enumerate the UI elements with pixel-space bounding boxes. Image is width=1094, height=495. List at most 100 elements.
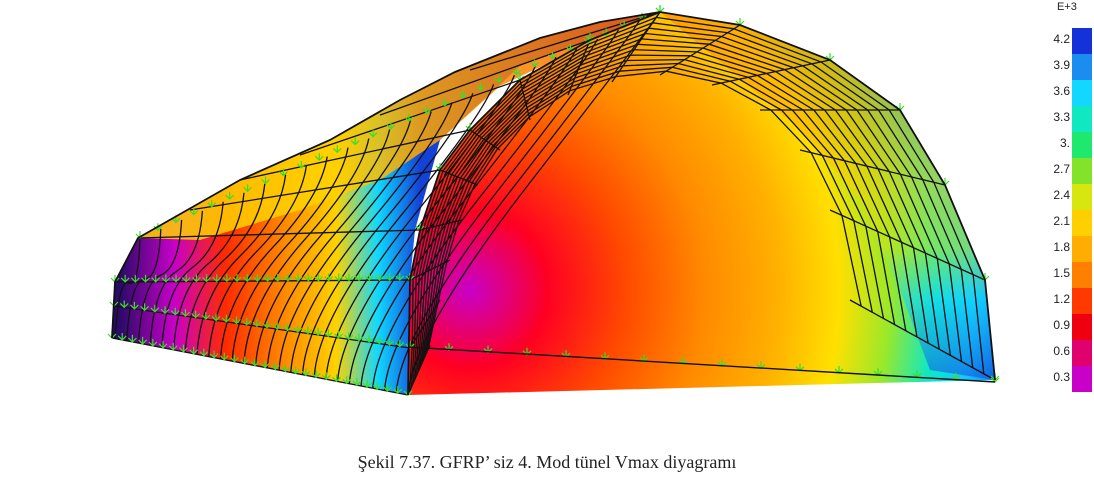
outer-rib xyxy=(325,75,516,380)
support-marker xyxy=(458,90,468,99)
support-marker xyxy=(344,273,354,282)
outer-longitudinal xyxy=(299,79,521,156)
inner-radial xyxy=(659,24,741,76)
inner-ring xyxy=(412,27,963,384)
support-marker xyxy=(240,356,250,365)
support-marker xyxy=(129,301,139,310)
support-marker xyxy=(261,176,270,185)
support-marker xyxy=(273,273,283,282)
support-marker xyxy=(272,322,282,331)
support-marker xyxy=(354,273,364,282)
support-marker xyxy=(207,199,217,208)
support-marker xyxy=(202,274,211,283)
legend-swatch xyxy=(1072,262,1092,288)
legend-label: 1.8 xyxy=(1053,240,1070,254)
support-marker xyxy=(344,332,354,341)
support-marker xyxy=(354,333,364,342)
legend-label: 2.1 xyxy=(1053,214,1070,228)
support-marker xyxy=(395,339,405,348)
support-marker xyxy=(150,304,160,313)
support-marker xyxy=(374,336,384,345)
legend-swatch xyxy=(1072,132,1092,158)
outer-longitudinal xyxy=(469,11,661,71)
support-marker xyxy=(279,168,288,177)
support-marker xyxy=(130,274,140,283)
support-marker xyxy=(138,336,148,345)
inner-ring xyxy=(415,38,940,376)
support-marker xyxy=(332,374,341,383)
support-marker xyxy=(321,372,331,381)
legend-label: 2.7 xyxy=(1053,162,1070,176)
support-marker xyxy=(201,312,211,320)
support-marker xyxy=(171,274,181,283)
support-marker xyxy=(393,386,403,394)
support-marker xyxy=(219,352,229,361)
outer-longitudinal xyxy=(379,39,591,116)
support-marker xyxy=(323,329,333,338)
support-marker xyxy=(364,335,374,344)
support-markers xyxy=(107,5,1000,396)
legend-swatch xyxy=(1072,210,1092,236)
outer-rib xyxy=(290,102,453,373)
legend-label: 3.6 xyxy=(1053,84,1070,98)
legend-label: 2.4 xyxy=(1053,188,1070,202)
outer-rib xyxy=(114,237,141,339)
support-marker xyxy=(314,153,324,161)
support-marker xyxy=(179,344,188,353)
legend-label: 3.9 xyxy=(1053,58,1070,72)
support-marker xyxy=(148,338,158,347)
legend-swatch xyxy=(1072,236,1092,262)
support-marker xyxy=(191,310,201,319)
inner-ring xyxy=(409,16,985,392)
mesh-lines xyxy=(111,11,996,396)
legend-label: 0.6 xyxy=(1053,344,1070,358)
outer-rib xyxy=(208,165,308,357)
legend-swatch xyxy=(1072,314,1092,340)
support-marker xyxy=(151,274,161,283)
outer-longitudinal xyxy=(111,337,409,396)
support-marker xyxy=(476,82,486,91)
support-marker xyxy=(350,137,360,146)
far-arch-outline xyxy=(111,11,661,339)
support-marker xyxy=(222,274,232,283)
legend-swatch xyxy=(1072,54,1092,80)
support-marker xyxy=(296,160,306,169)
legend-label: 3.3 xyxy=(1053,110,1070,124)
inner-ring xyxy=(427,70,862,349)
support-marker xyxy=(250,358,260,367)
legend-swatch xyxy=(1072,288,1092,314)
support-marker xyxy=(512,67,521,76)
support-marker xyxy=(334,273,344,282)
support-marker xyxy=(364,273,374,282)
legend-swatch xyxy=(1072,158,1092,184)
outer-rib xyxy=(231,147,349,361)
support-marker xyxy=(385,273,395,281)
support-marker xyxy=(530,59,539,68)
inner-ring xyxy=(417,43,929,372)
outer-rib xyxy=(219,156,328,359)
support-marker xyxy=(232,274,242,283)
inner-ring xyxy=(422,58,896,361)
inner-ring xyxy=(420,54,907,365)
support-marker xyxy=(170,307,180,316)
support-marker xyxy=(383,384,393,392)
support-marker xyxy=(199,348,209,357)
support-marker xyxy=(368,129,378,138)
outer-rib xyxy=(337,65,536,382)
support-marker xyxy=(252,274,262,282)
support-marker xyxy=(212,274,222,283)
support-marker xyxy=(140,303,150,312)
outer-rib xyxy=(184,183,266,352)
legend-swatch xyxy=(1072,366,1092,392)
legend-label: 0.3 xyxy=(1053,370,1070,384)
outer-longitudinal xyxy=(137,229,421,239)
support-marker xyxy=(547,51,557,60)
outer-rib xyxy=(196,174,287,355)
support-marker xyxy=(301,368,311,377)
support-marker xyxy=(332,145,342,154)
base-line xyxy=(407,346,996,383)
support-marker xyxy=(352,378,362,387)
outer-rib xyxy=(126,228,162,341)
support-marker xyxy=(314,273,323,282)
